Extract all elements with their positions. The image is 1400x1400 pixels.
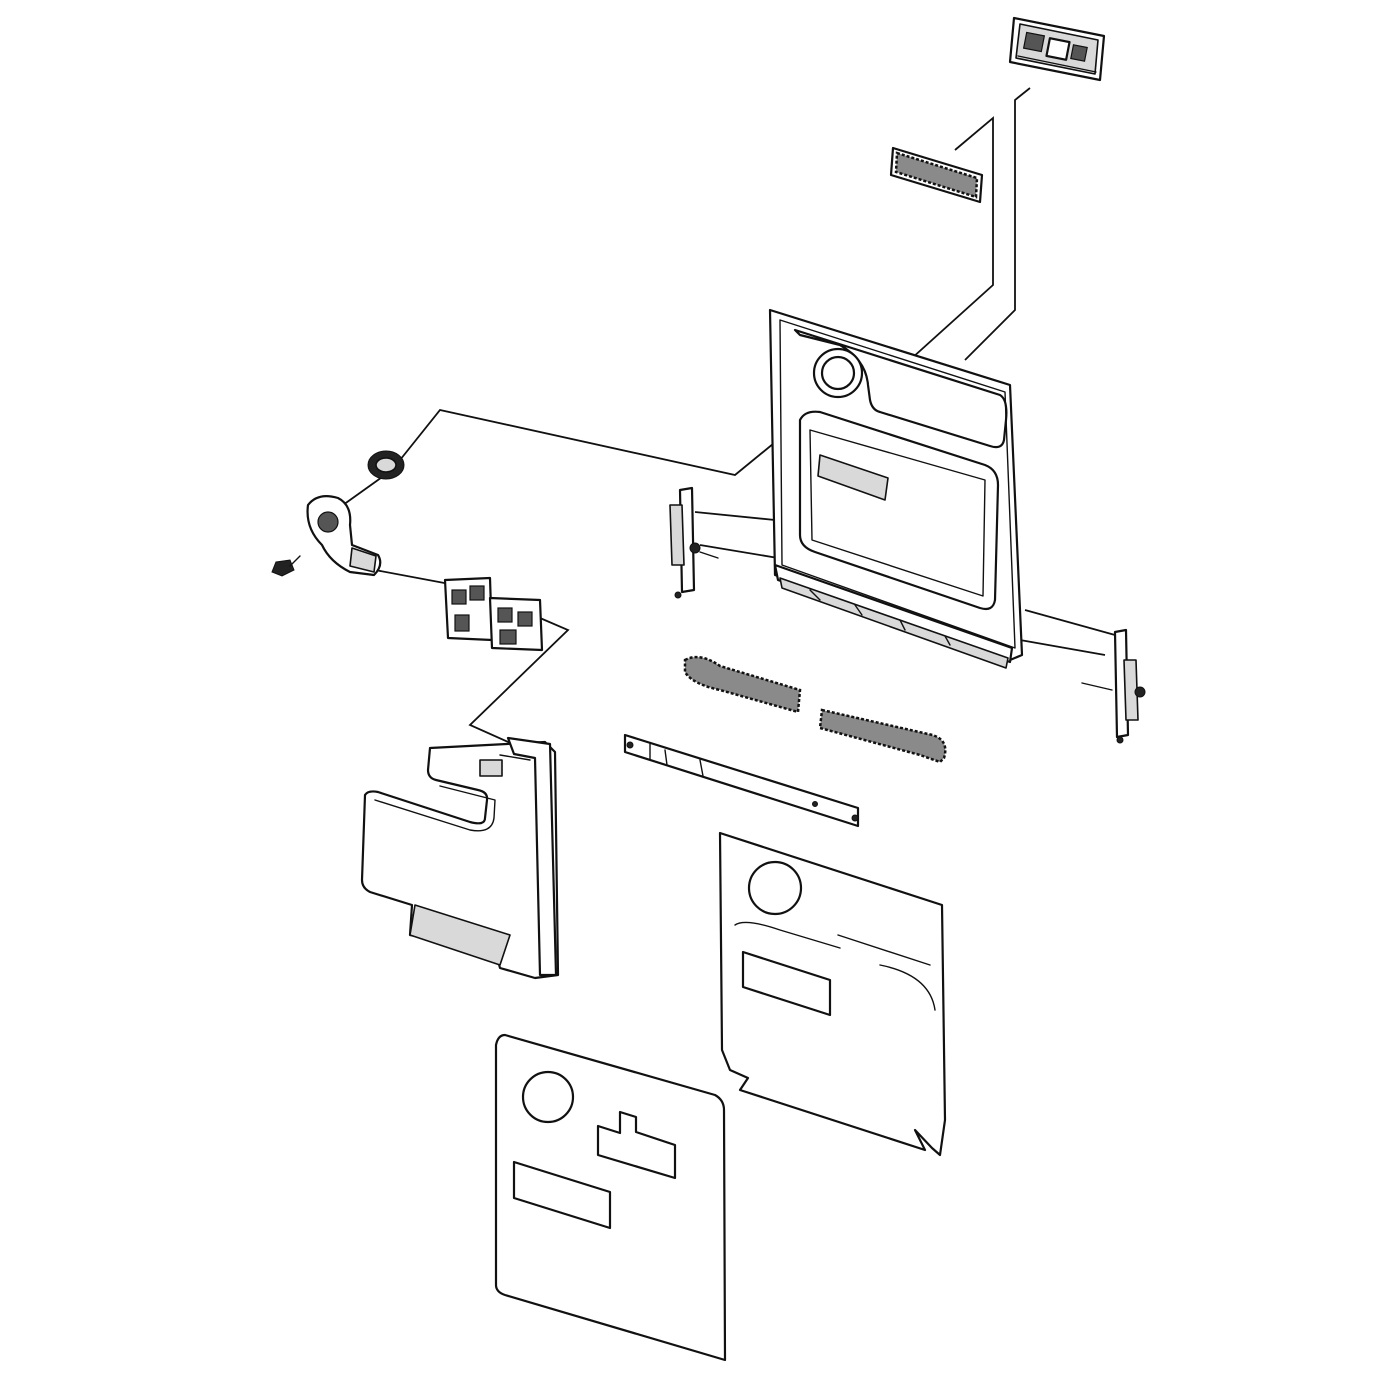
left-door-gasket-strip	[683, 655, 802, 714]
leader-line-dispenser	[342, 409, 791, 506]
door-support-bar	[623, 733, 860, 828]
rinse-aid-dispenser-body	[306, 495, 382, 577]
display-label-plate	[889, 146, 984, 204]
door-lock-assembly	[443, 576, 544, 652]
detergent-dispenser-cap	[367, 450, 405, 480]
door-side-frame-bracket	[360, 736, 560, 980]
outer-door-panel	[494, 1033, 727, 1362]
leader-line-right-hinge-bottom	[1019, 639, 1106, 656]
leader-line-left-hinge-top	[694, 511, 776, 521]
leader-line-side-frame	[468, 617, 570, 746]
left-door-hinge-bracket	[669, 486, 719, 599]
leader-line-control-panel	[964, 87, 1031, 361]
right-door-gasket-strip	[818, 708, 947, 764]
leader-line-lock	[374, 569, 456, 586]
door-insulation-sheet	[718, 831, 947, 1157]
inner-door-panel	[768, 308, 1024, 669]
right-door-hinge-bracket	[1081, 628, 1146, 744]
control-panel-module	[1008, 16, 1106, 82]
dispenser-screw	[271, 555, 301, 577]
leader-line-right-hinge-top	[1024, 609, 1116, 636]
